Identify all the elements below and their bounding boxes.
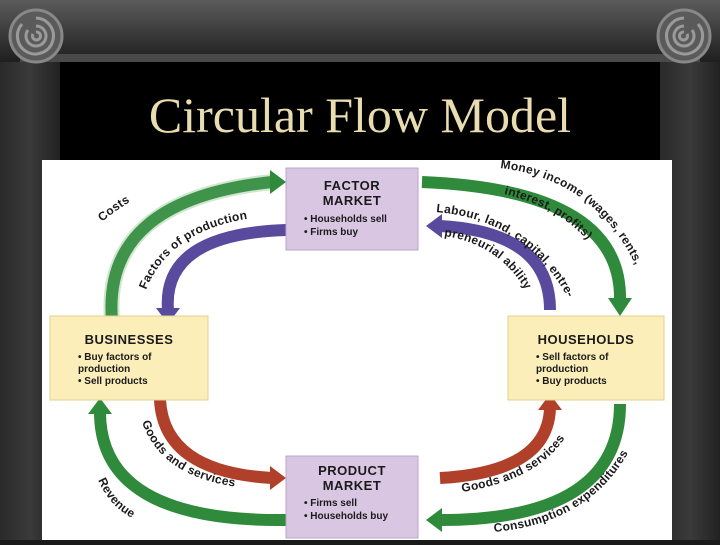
- costs-arrowhead: [270, 170, 286, 194]
- title-area: [60, 62, 660, 160]
- product-market-box: PRODUCT MARKET • Firms sell • Households…: [285, 455, 419, 539]
- consumption-arrowhead: [426, 508, 442, 532]
- goods-left-arrowhead: [270, 466, 286, 490]
- households-item: • Sell factors of: [536, 352, 609, 363]
- product-market-item: • Firms sell: [304, 498, 357, 509]
- left-volute-ornament: [8, 8, 64, 64]
- slide-title: Circular Flow Model: [148, 87, 572, 143]
- costs-label: Costs: [95, 192, 132, 224]
- businesses-box: BUSINESSES • Buy factors of production •…: [49, 315, 209, 401]
- factor-market-item: • Firms buy: [304, 227, 359, 238]
- product-market-title-2: MARKET: [323, 478, 382, 493]
- households-item: production: [536, 364, 588, 375]
- revenue-arrowhead: [88, 398, 112, 414]
- goods-right-arrowhead: [538, 394, 562, 410]
- factor-market-item: • Households sell: [304, 214, 387, 225]
- businesses-title: BUSINESSES: [85, 332, 174, 347]
- product-market-title-1: PRODUCT: [318, 463, 386, 478]
- right-volute-ornament: [656, 8, 712, 64]
- factor-market-title-2: MARKET: [323, 193, 382, 208]
- circular-flow-diagram: FACTOR MARKET • Households sell • Firms …: [49, 157, 665, 539]
- goods-flow-arrows: [154, 394, 562, 490]
- factor-market-title-1: FACTOR: [324, 178, 380, 193]
- product-market-item: • Households buy: [304, 511, 389, 522]
- money-flow-arrows: [88, 170, 632, 532]
- households-box: HOUSEHOLDS • Sell factors of production …: [507, 315, 665, 401]
- labour-arrowhead: [426, 214, 442, 238]
- businesses-item: • Buy factors of: [78, 352, 152, 363]
- factor-flow-arrows: [156, 214, 556, 324]
- column-capital: [0, 0, 720, 62]
- diagram-panel: FACTOR MARKET • Households sell • Firms …: [42, 157, 672, 540]
- factor-market-box: FACTOR MARKET • Households sell • Firms …: [285, 167, 419, 251]
- households-item: • Buy products: [536, 376, 607, 387]
- money-income-arrowhead: [608, 298, 632, 316]
- businesses-item: • Sell products: [78, 376, 148, 387]
- businesses-item: production: [78, 364, 130, 375]
- households-title: HOUSEHOLDS: [538, 332, 635, 347]
